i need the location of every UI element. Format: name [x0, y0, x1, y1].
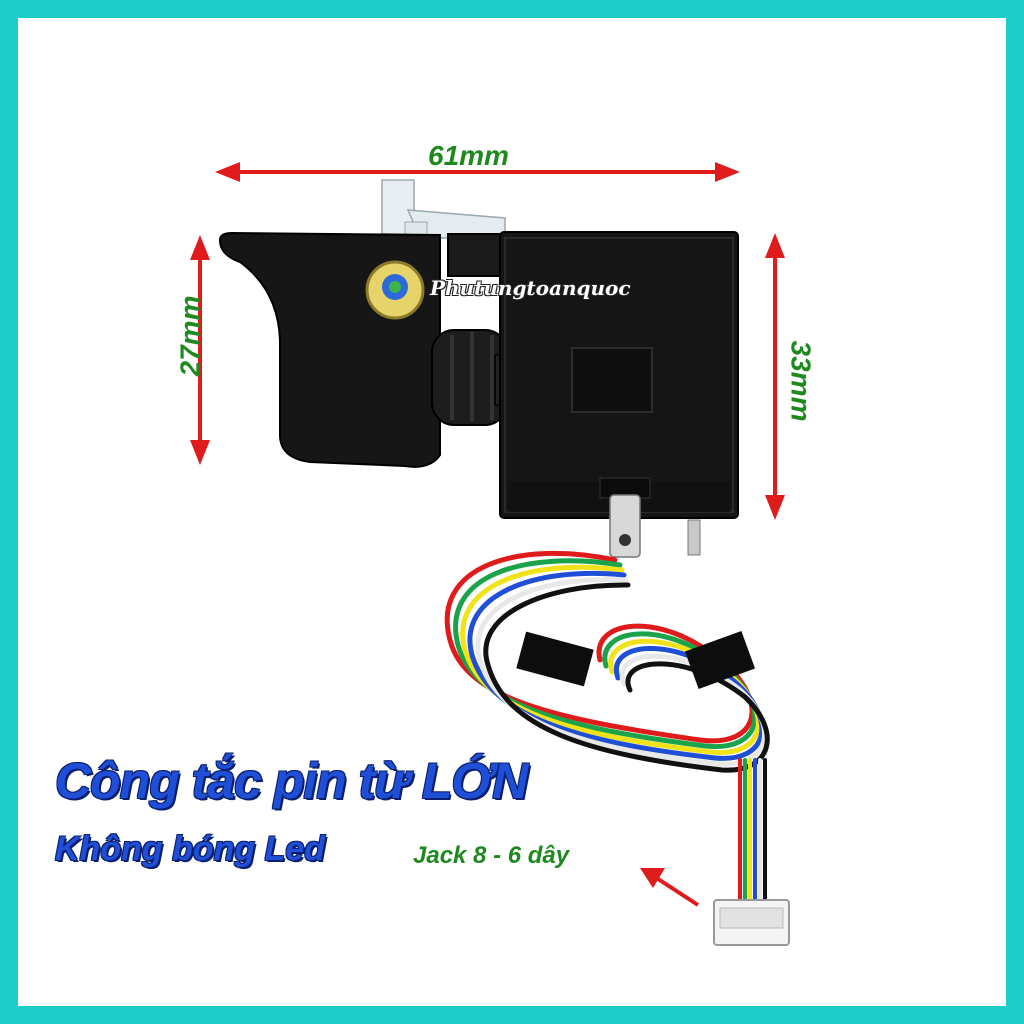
- reverse-lever: [381, 179, 506, 253]
- right-height-label: 33mm: [785, 340, 817, 422]
- connector-jack: [713, 899, 790, 946]
- wire-harness: [444, 550, 770, 907]
- left-height-arrow: [190, 235, 210, 465]
- watermark-text: Phutungtoanquoc: [430, 276, 631, 300]
- switch-housing: [447, 231, 739, 519]
- connector-label: Jack 8 - 6 dây: [413, 842, 570, 869]
- product-title: Công tắc pin từ LỚN: [55, 753, 528, 809]
- left-height-label: 27mm: [174, 295, 206, 377]
- width-arrow: [215, 162, 740, 182]
- jack-pointer-arrow: [640, 868, 700, 907]
- right-height-arrow: [765, 233, 785, 520]
- gear-logo-icon: [365, 260, 425, 320]
- width-label: 61mm: [428, 140, 509, 171]
- product-subtitle: Không bóng Led: [55, 830, 326, 868]
- terminals: [609, 494, 701, 558]
